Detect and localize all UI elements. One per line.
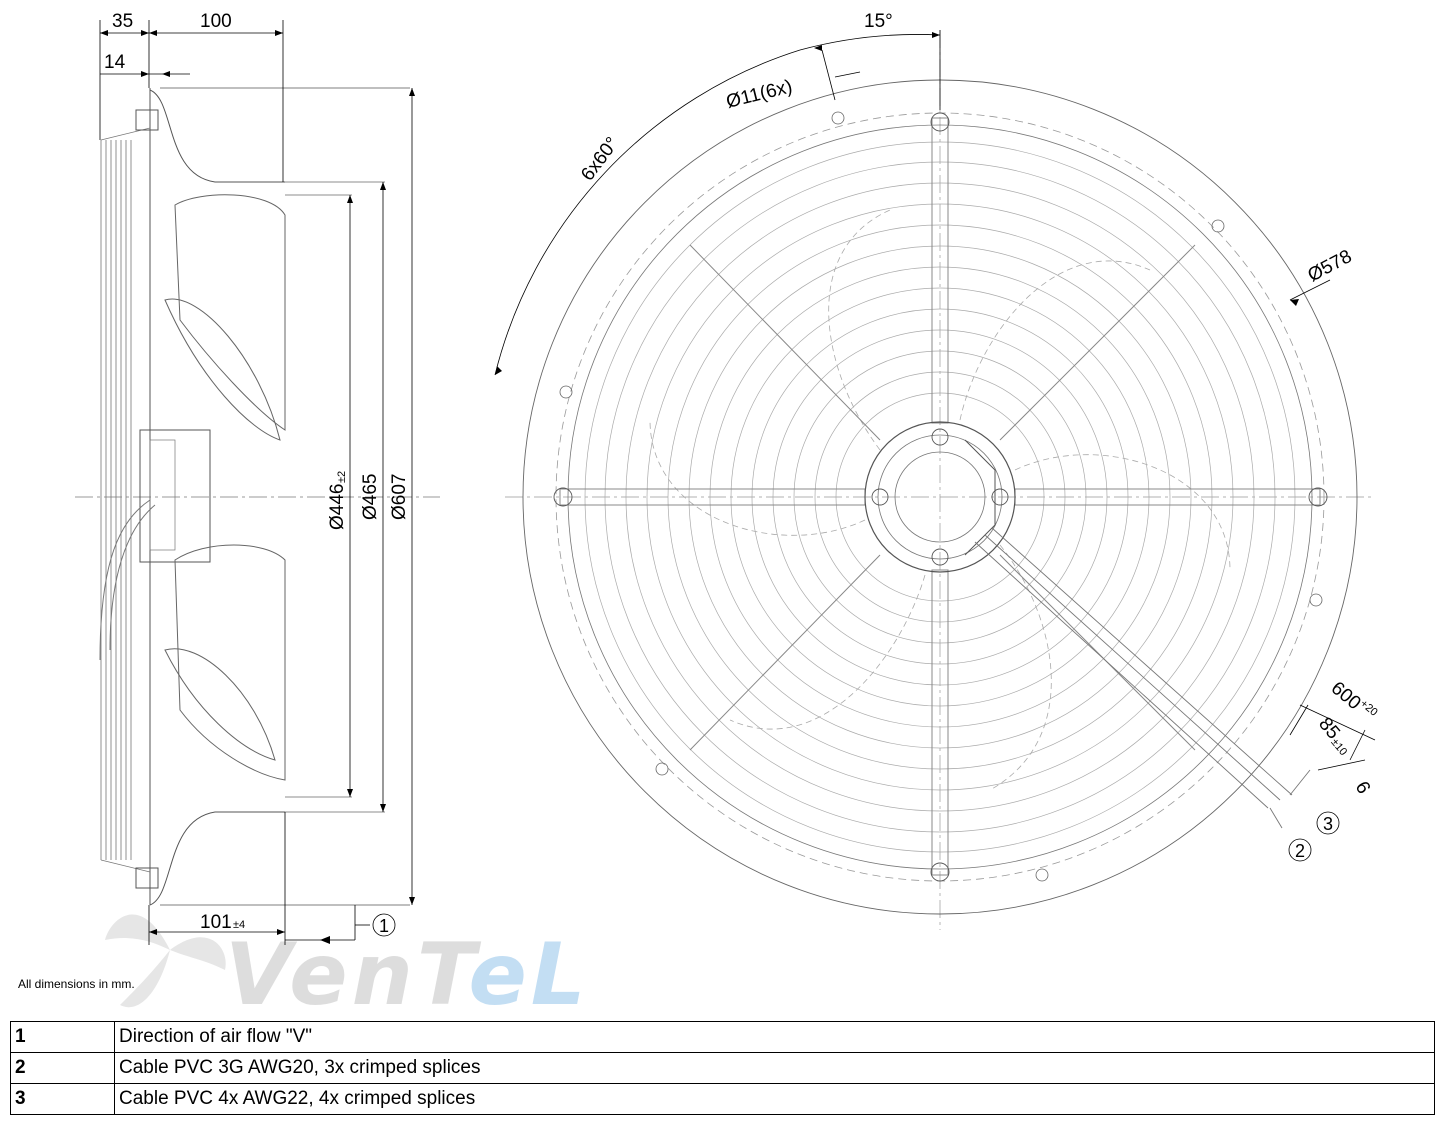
callout-1: 1: [379, 916, 389, 936]
front-view: 15° Ø11(6x) 6x60° Ø578 600 +20 85 ±10 6 …: [494, 11, 1380, 930]
side-view: 35 100 14 Ø446 ±2 Ø465 Ø607 101 ±4 1: [75, 11, 440, 945]
callout-circle-1: [372, 913, 396, 937]
legend-table: 1 Direction of air flow "V" 2 Cable PVC …: [10, 1021, 1435, 1115]
legend-row: 3 Cable PVC 4x AWG22, 4x crimped splices: [10, 1083, 1435, 1115]
dim-14: 14: [104, 52, 126, 73]
dim-101: 101: [200, 912, 232, 933]
watermark-fan-icon: [105, 914, 226, 1008]
legend-num: 2: [10, 1052, 115, 1084]
legend-text: Cable PVC 4x AWG22, 4x crimped splices: [114, 1083, 1435, 1115]
dim-100: 100: [200, 11, 232, 32]
legend-text: Cable PVC 3G AWG20, 3x crimped splices: [114, 1052, 1435, 1084]
legend-num: 3: [10, 1083, 115, 1115]
dim-cable600: 600: [1327, 678, 1365, 714]
callout-2: 2: [1295, 841, 1305, 861]
callout-circle-3: [1316, 811, 1340, 835]
dim-dia446: Ø446: [327, 484, 348, 530]
callout-3: 3: [1323, 814, 1333, 834]
dim-35: 35: [112, 11, 133, 32]
legend-row: 1 Direction of air flow "V": [10, 1021, 1435, 1053]
dim-strip6: 6: [1351, 778, 1374, 798]
technical-drawing: 35 100 14 Ø446 ±2 Ø465 Ø607 101 ±4 1: [75, 11, 1380, 945]
dim-angle15: 15°: [864, 11, 893, 32]
dim-dia446-tol: ±2: [336, 471, 348, 483]
callout-circle-2: [1288, 838, 1312, 862]
legend-text: Direction of air flow "V": [114, 1021, 1435, 1053]
watermark-logo: VenTeL: [225, 925, 590, 1025]
legend-num: 1: [10, 1021, 115, 1053]
legend-row: 2 Cable PVC 3G AWG20, 3x crimped splices: [10, 1052, 1435, 1084]
dim-holes: Ø11(6x): [724, 76, 794, 113]
units-note: All dimensions in mm.: [18, 977, 135, 991]
dim-dia465: Ø465: [360, 474, 381, 520]
dim-101-tol: ±4: [233, 919, 245, 931]
dim-dia607: Ø607: [389, 474, 410, 520]
